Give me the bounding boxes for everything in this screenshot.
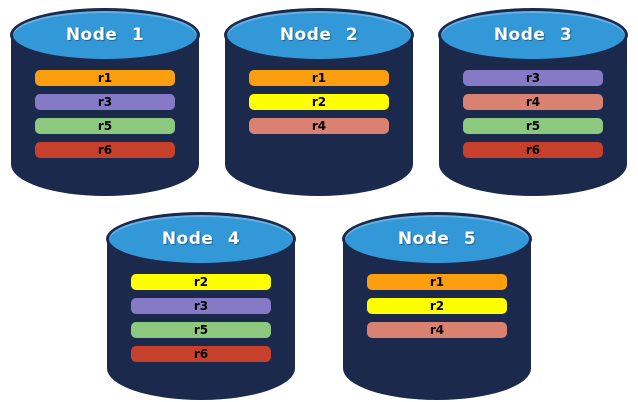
- replica-bar-r6: r6: [463, 142, 603, 158]
- node-title: Node 4: [161, 229, 241, 249]
- node-cylinder-4: Node 4 r2 r3 r5 r6: [106, 212, 296, 400]
- replica-bar-r4: r4: [249, 118, 389, 134]
- replica-bar-r4: r4: [367, 322, 507, 338]
- cylinder-top: Node 4: [106, 212, 296, 266]
- replica-bar-r3: r3: [35, 94, 175, 110]
- replica-list: r1 r3 r5 r6: [10, 70, 200, 158]
- node-title: Node 2: [279, 25, 359, 45]
- replica-bar-r1: r1: [35, 70, 175, 86]
- replica-bar-r4: r4: [463, 94, 603, 110]
- replica-bar-r5: r5: [131, 322, 271, 338]
- replica-bar-r5: r5: [35, 118, 175, 134]
- replica-bar-r1: r1: [367, 274, 507, 290]
- node-cylinder-1: Node 1 r1 r3 r5 r6: [10, 8, 200, 196]
- node-cylinder-5: Node 5 r1 r2 r4: [342, 212, 532, 400]
- replica-bar-r2: r2: [367, 298, 507, 314]
- node-title: Node 1: [65, 25, 145, 45]
- replica-bar-r5: r5: [463, 118, 603, 134]
- node-row-bottom: Node 4 r2 r3 r5 r6 Node 5 r1 r2 r4: [0, 212, 638, 400]
- cylinder-top: Node 5: [342, 212, 532, 266]
- replica-bar-r6: r6: [131, 346, 271, 362]
- replica-bar-r6: r6: [35, 142, 175, 158]
- node-title: Node 3: [493, 25, 573, 45]
- replica-bar-r1: r1: [249, 70, 389, 86]
- node-cylinder-2: Node 2 r1 r2 r4: [224, 8, 414, 196]
- cylinder-top: Node 1: [10, 8, 200, 62]
- replica-bar-r3: r3: [463, 70, 603, 86]
- replica-list: r2 r3 r5 r6: [106, 274, 296, 362]
- replica-list: r3 r4 r5 r6: [438, 70, 628, 158]
- replica-list: r1 r2 r4: [224, 70, 414, 134]
- replica-bar-r2: r2: [249, 94, 389, 110]
- node-title: Node 5: [397, 229, 477, 249]
- cylinder-top: Node 2: [224, 8, 414, 62]
- replica-list: r1 r2 r4: [342, 274, 532, 338]
- node-cylinder-3: Node 3 r3 r4 r5 r6: [438, 8, 628, 196]
- replica-bar-r2: r2: [131, 274, 271, 290]
- replica-bar-r3: r3: [131, 298, 271, 314]
- cylinder-top: Node 3: [438, 8, 628, 62]
